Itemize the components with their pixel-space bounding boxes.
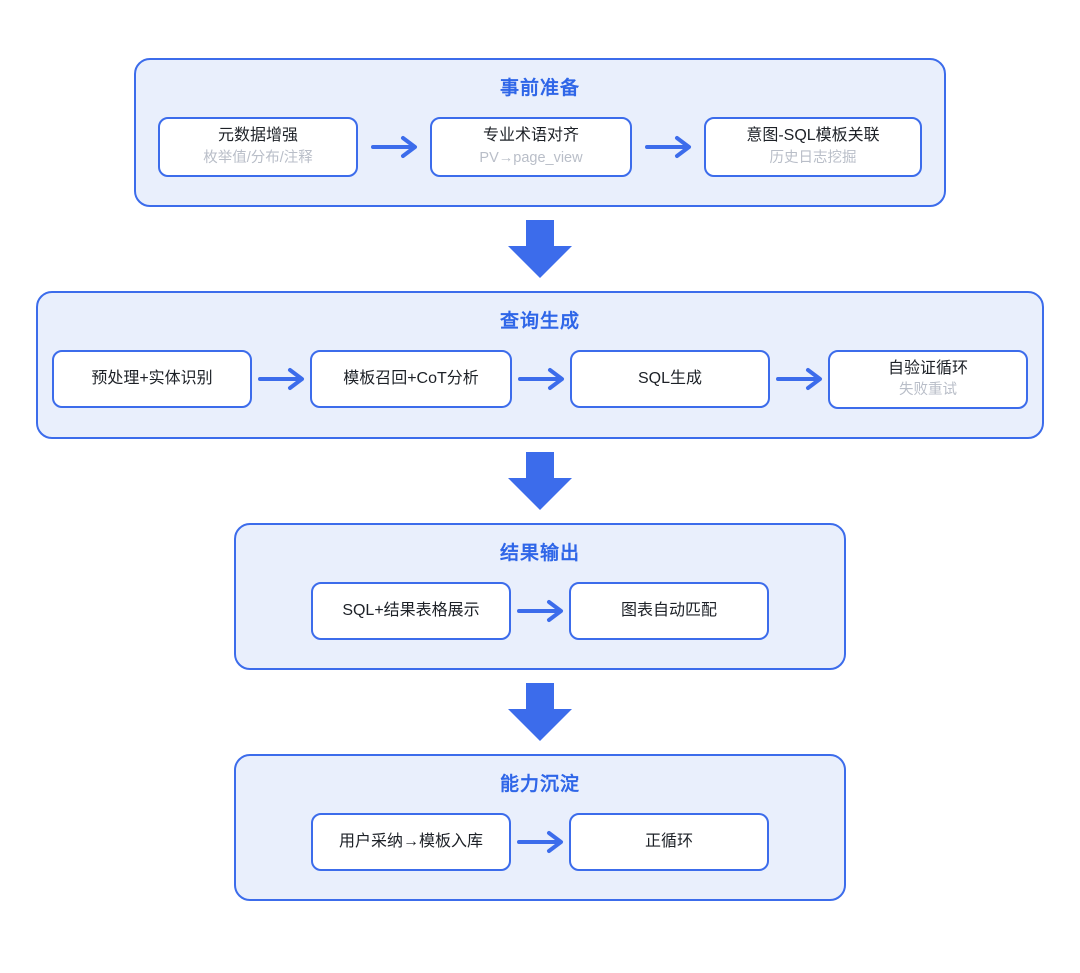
arrow-right-icon xyxy=(258,368,304,391)
steps-row: 元数据增强 枚举值/分布/注释 专业术语对齐 PV→page_view 意图-S… xyxy=(158,117,922,177)
arrow-down-icon xyxy=(508,452,572,511)
step-label: 正循环 xyxy=(644,832,693,850)
step-positive-loop: 正循环 xyxy=(569,813,769,872)
step-label: 自验证循环 xyxy=(887,359,968,377)
step-label: 元数据增强 xyxy=(217,127,298,144)
arrow-right-icon xyxy=(371,135,417,158)
step-label: SQL生成 xyxy=(637,370,703,388)
steps-row: 用户采纳→模板入库 正循环 xyxy=(311,813,769,872)
stage-capability-deposit: 能力沉淀 用户采纳→模板入库 正循环 xyxy=(234,754,846,902)
arrow-down-icon xyxy=(508,683,572,742)
step-metadata-enhancement: 元数据增强 枚举值/分布/注释 xyxy=(158,117,358,177)
step-label: 预处理+实体识别 xyxy=(91,370,213,388)
steps-row: 预处理+实体识别 模板召回+CoT分析 SQL生成 自验证循环 失败重试 xyxy=(52,349,1028,410)
stage-query-generation: 查询生成 预处理+实体识别 模板召回+CoT分析 SQL生成 自验证循环 xyxy=(36,290,1044,440)
step-sql-result-table: SQL+结果表格展示 xyxy=(311,582,511,641)
step-label: 意图-SQL模板关联 xyxy=(746,127,880,144)
step-self-validation-loop: 自验证循环 失败重试 xyxy=(828,349,1028,410)
step-sublabel: 历史日志挖掘 xyxy=(769,149,857,166)
step-label: 专业术语对齐 xyxy=(482,127,579,144)
steps-row: SQL+结果表格展示 图表自动匹配 xyxy=(311,582,769,641)
stage-title: 事前准备 xyxy=(499,78,580,99)
step-sublabel: 失败重试 xyxy=(899,382,957,399)
arrow-right-icon xyxy=(517,600,563,623)
arrow-right-icon xyxy=(517,831,563,854)
stage-preparation: 事前准备 元数据增强 枚举值/分布/注释 专业术语对齐 PV→page_view… xyxy=(134,58,946,207)
step-sublabel: PV→page_view xyxy=(479,149,583,166)
step-label: 模板召回+CoT分析 xyxy=(343,370,479,388)
step-label: 用户采纳→模板入库 xyxy=(338,832,483,850)
step-template-recall-cot: 模板召回+CoT分析 xyxy=(310,350,512,409)
step-sublabel: 枚举值/分布/注释 xyxy=(203,149,313,166)
step-terminology-alignment: 专业术语对齐 PV→page_view xyxy=(430,117,632,177)
arrow-down-icon xyxy=(508,219,572,278)
arrow-right-icon xyxy=(645,135,691,158)
arrow-right-icon xyxy=(518,368,564,391)
step-chart-auto-match: 图表自动匹配 xyxy=(569,582,769,641)
step-intent-sql-template: 意图-SQL模板关联 历史日志挖掘 xyxy=(704,117,922,177)
step-label: 图表自动匹配 xyxy=(620,601,717,619)
stage-title: 结果输出 xyxy=(499,543,580,565)
arrow-right-icon xyxy=(776,368,822,391)
stage-result-output: 结果输出 SQL+结果表格展示 图表自动匹配 xyxy=(234,523,846,671)
step-label: SQL+结果表格展示 xyxy=(342,601,480,619)
stage-title: 查询生成 xyxy=(499,310,580,332)
stage-title: 能力沉淀 xyxy=(499,774,580,796)
step-user-adoption-template-store: 用户采纳→模板入库 xyxy=(311,813,511,872)
step-sql-generation: SQL生成 xyxy=(570,350,770,409)
step-preprocess-entity-recognition: 预处理+实体识别 xyxy=(52,350,252,409)
